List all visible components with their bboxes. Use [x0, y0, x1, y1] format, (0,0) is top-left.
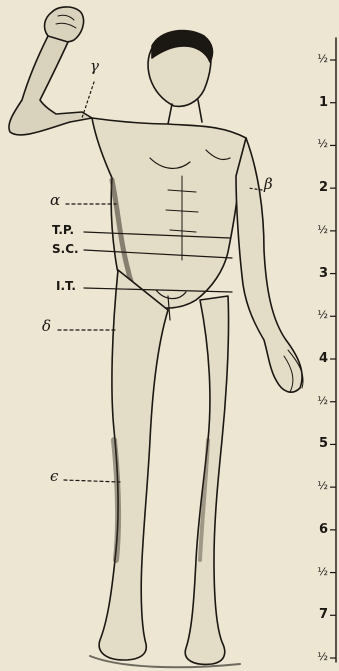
label-delta: δ — [42, 320, 51, 333]
scale-mark: 1 — [306, 95, 328, 110]
scale-mark: ½ — [306, 223, 328, 236]
scale-mark: 5 — [306, 436, 328, 451]
scale-mark: ½ — [306, 52, 328, 65]
label-beta: β — [264, 178, 273, 191]
label-sc: S.C. — [52, 243, 79, 256]
label-it: I.T. — [56, 280, 76, 293]
scale-mark: ½ — [306, 650, 328, 663]
label-epsilon: ϵ — [50, 470, 58, 483]
label-gamma: γ — [90, 60, 99, 73]
scale-mark: 4 — [306, 351, 328, 366]
epsilon-pointer — [64, 480, 120, 482]
scale-mark: 7 — [306, 607, 328, 622]
raised-arm — [9, 36, 92, 135]
scale-mark: ½ — [306, 137, 328, 150]
scale-mark: ½ — [306, 479, 328, 492]
scale-mark: ½ — [306, 308, 328, 321]
left-leg — [99, 270, 168, 660]
label-tp: T.P. — [52, 224, 74, 237]
gamma-pointer — [82, 82, 94, 118]
label-alpha: α — [50, 194, 60, 207]
scale-mark: 2 — [306, 180, 328, 195]
scale-mark: 6 — [306, 522, 328, 537]
scale-mark: ½ — [306, 565, 328, 578]
scale-mark: 3 — [306, 266, 328, 281]
scale-mark: ½ — [306, 394, 328, 407]
